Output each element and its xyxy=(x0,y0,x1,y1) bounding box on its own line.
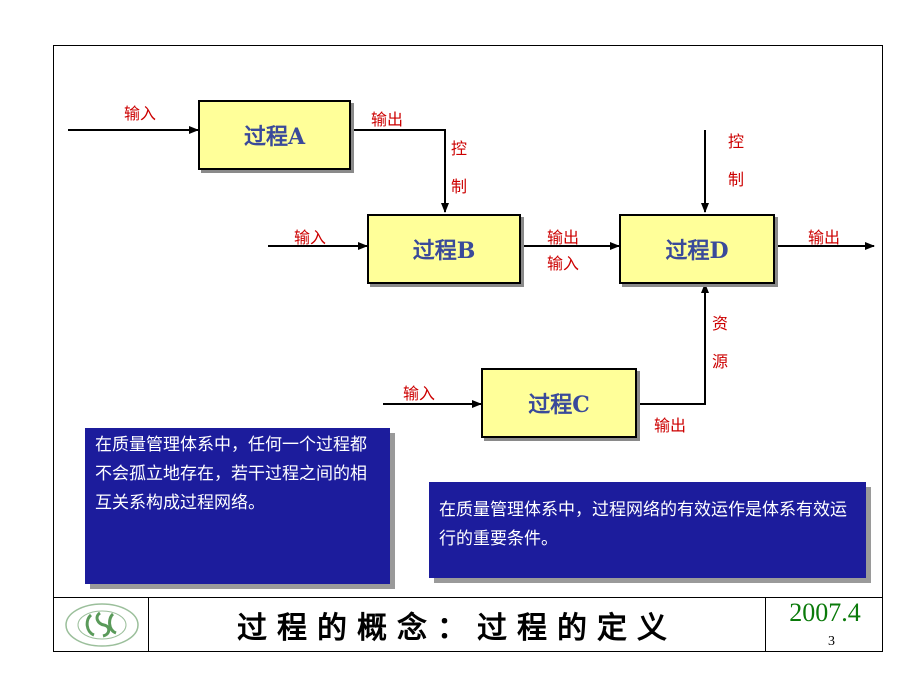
label-control-d-char1: 控 xyxy=(727,132,744,151)
process-b-box: 过程B xyxy=(367,214,521,284)
page-number: 3 xyxy=(828,634,835,649)
process-d-box: 过程D xyxy=(619,214,775,284)
label-output-b: 输出 xyxy=(547,228,580,247)
note-right: 在质量管理体系中，过程网络的有效运作是体系有效运行的重要条件。 xyxy=(429,482,866,578)
label-control-b-char1: 控 xyxy=(450,139,467,158)
process-c-box: 过程C xyxy=(481,368,637,438)
university-logo xyxy=(65,603,139,647)
label-control-d-char2: 制 xyxy=(727,170,744,189)
arrow-a-to-b-control xyxy=(351,129,449,213)
arrow-c-to-d-resource xyxy=(637,283,709,405)
label-control-b: 控 制 xyxy=(450,130,468,206)
label-input-c: 输入 xyxy=(403,384,436,403)
slide-date: 2007.4 xyxy=(789,598,861,627)
label-control-b-char2: 制 xyxy=(450,177,467,196)
label-resource-d-char1: 资 xyxy=(711,314,728,333)
label-output-a: 输出 xyxy=(371,110,404,129)
label-input-d: 输入 xyxy=(547,254,580,273)
slide-frame xyxy=(53,45,883,652)
label-control-d: 控 制 xyxy=(727,123,745,199)
label-resource-d: 资 源 xyxy=(711,305,729,381)
slide-title: 过程的概念：过程的定义 xyxy=(237,611,677,646)
label-input-b: 输入 xyxy=(294,228,327,247)
label-output-d: 输出 xyxy=(808,228,841,247)
note-left: 在质量管理体系中，任何一个过程都不会孤立地存在，若干过程之间的相互关系构成过程网… xyxy=(85,428,390,584)
label-input-a: 输入 xyxy=(124,104,157,123)
process-a-box: 过程A xyxy=(198,100,351,170)
footer-divider xyxy=(53,597,883,598)
label-resource-d-char2: 源 xyxy=(711,352,728,371)
footer-divider-right xyxy=(765,597,766,652)
footer-divider-left xyxy=(148,597,149,652)
label-output-c: 输出 xyxy=(654,416,687,435)
